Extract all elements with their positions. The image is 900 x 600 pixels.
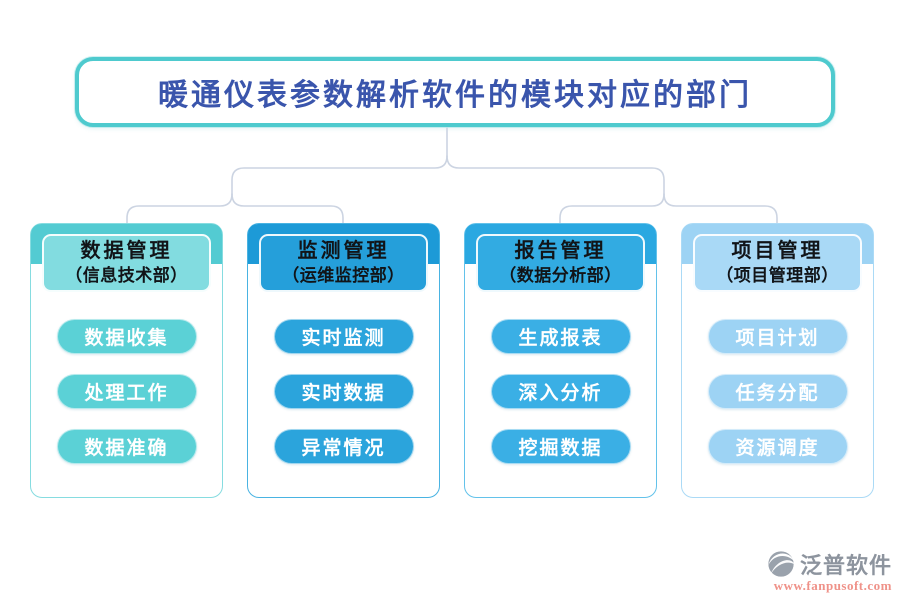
module-item-list: 数据收集 处理工作 数据准确	[31, 319, 222, 464]
column-header-box: 监测管理 （运维监控部）	[259, 234, 428, 292]
connector-to-col1	[126, 193, 233, 224]
fanpu-swirl-logo-icon	[768, 551, 795, 577]
column-header-box: 项目管理 （项目管理部）	[693, 234, 862, 292]
module-item: 任务分配	[707, 374, 848, 409]
module-name: 数据管理	[80, 240, 173, 262]
department-name: （项目管理部）	[716, 266, 839, 285]
module-item: 挖掘数据	[490, 429, 631, 464]
brand-name: 泛普软件	[799, 553, 892, 578]
module-name: 项目管理	[731, 240, 824, 262]
department-name: （数据分析部）	[499, 266, 622, 285]
connector-to-col3	[559, 193, 665, 224]
module-item: 深入分析	[490, 374, 631, 409]
department-name: （运维监控部）	[282, 266, 405, 285]
module-card-monitoring-management: 监测管理 （运维监控部） 实时监测 实时数据 异常情况	[247, 223, 440, 498]
module-item-list: 实时监测 实时数据 异常情况	[248, 319, 439, 464]
department-name: （信息技术部）	[65, 266, 188, 285]
module-card-project-management: 项目管理 （项目管理部） 项目计划 任务分配 资源调度	[681, 223, 874, 498]
module-item: 数据收集	[56, 319, 197, 354]
column-header-box: 数据管理 （信息技术部）	[42, 234, 211, 292]
column-header-box: 报告管理 （数据分析部）	[476, 234, 645, 292]
diagram-title-box: 暖通仪表参数解析软件的模块对应的部门	[75, 57, 835, 127]
module-item-list: 项目计划 任务分配 资源调度	[682, 319, 873, 464]
connector-to-col2	[231, 193, 344, 224]
watermark: 泛普软件 www.fanpusoft.com	[766, 548, 892, 594]
connector-right-branch	[446, 155, 665, 195]
module-item: 处理工作	[56, 374, 197, 409]
module-item: 数据准确	[56, 429, 197, 464]
brand-url: www.fanpusoft.com	[773, 578, 892, 593]
module-card-report-management: 报告管理 （数据分析部） 生成报表 深入分析 挖掘数据	[464, 223, 657, 498]
module-item: 生成报表	[490, 319, 631, 354]
module-item-list: 生成报表 深入分析 挖掘数据	[465, 319, 656, 464]
module-item: 项目计划	[707, 319, 848, 354]
connector-left-branch	[231, 155, 448, 195]
module-item: 资源调度	[707, 429, 848, 464]
module-card-data-management: 数据管理 （信息技术部） 数据收集 处理工作 数据准确	[30, 223, 223, 498]
module-name: 监测管理	[297, 240, 390, 262]
diagram-title: 暖通仪表参数解析软件的模块对应的部门	[158, 79, 752, 112]
connector-to-col4	[663, 193, 778, 224]
module-name: 报告管理	[514, 240, 607, 262]
module-item: 实时数据	[273, 374, 414, 409]
module-item: 实时监测	[273, 319, 414, 354]
module-item: 异常情况	[273, 429, 414, 464]
